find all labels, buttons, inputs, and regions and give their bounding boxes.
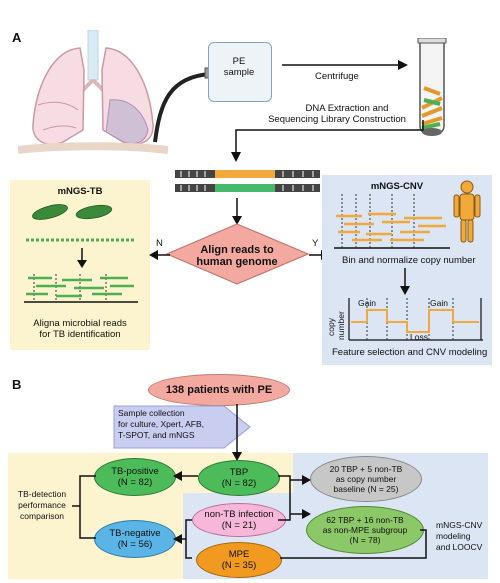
cnv-profile-plot [348, 298, 483, 341]
branch-n-label: N [156, 238, 163, 249]
dna-extraction-label-1: DNA Extraction and [305, 103, 389, 114]
tb-detection-2: performance [18, 500, 66, 510]
non-tb-infection-node: non-TB infection(N = 21) [192, 503, 286, 537]
cnv-modeling-caption: Feature selection and CNV modeling [332, 347, 488, 358]
cnv-down-arrow [400, 268, 410, 295]
human-figure [453, 180, 481, 243]
sample-collection-2: for culture, Xpert, AFB, [118, 419, 204, 429]
copy-label: copy [326, 318, 336, 336]
pe-sample-label-2: sample [223, 67, 255, 78]
panel-a-letter: A [12, 30, 22, 45]
cnv-modeling-3: and LOOCV [436, 542, 483, 552]
patients-down-arrow [232, 404, 242, 461]
centrifuge-label: Centrifuge [315, 71, 359, 82]
align-label-2: human genome [196, 256, 278, 268]
tb-detection-1: TB-detection [17, 489, 67, 499]
extraction-arrow [231, 120, 424, 162]
branch-y-label: Y [312, 238, 319, 249]
align-arrow [232, 198, 242, 225]
tb-detection-3: comparison [20, 511, 64, 521]
cnv-bins-illustration [334, 194, 450, 249]
mngs-cnv-title: mNGS-CNV [370, 181, 424, 192]
baseline-3: baseline (N = 25) [333, 484, 399, 494]
panel-b-letter: B [12, 377, 22, 392]
tbp-count: (N = 82) [221, 478, 257, 489]
tb-positive-count: (N = 82) [117, 477, 153, 488]
sequencing-library [175, 170, 320, 192]
mpe-count: (N = 35) [221, 560, 257, 571]
number-label: number [336, 311, 346, 340]
non-tb-infection-label: non-TB infection [204, 509, 274, 520]
align-diamond [165, 223, 310, 285]
baseline-1: 20 TBP + 5 non-TB [329, 464, 403, 474]
centrifuge-arrow [282, 60, 408, 70]
pe-sample-label-1: PE [232, 56, 246, 67]
patients-label: 138 patients with PE [165, 383, 273, 396]
loss-label: Loss [410, 332, 428, 342]
mpe-node: MPE(N = 35) [196, 542, 282, 578]
cnv-modeling-2: modeling [436, 531, 471, 541]
tb-negative-label: TB-negative [109, 528, 161, 539]
non-tb-infection-count: (N = 21) [221, 520, 257, 531]
test-tube [417, 38, 447, 136]
tb-positive-label: TB-positive [111, 466, 159, 477]
comparison-bracket [72, 475, 96, 539]
subgroup-2: as non-MPE subgroup [322, 525, 408, 535]
dna-extraction-label-2: Sequencing Library Construction [268, 114, 406, 125]
align-label-1: Align reads to [200, 244, 274, 256]
tb-negative-count: (N = 56) [117, 539, 153, 550]
tbp-label: TBP [229, 467, 249, 478]
subgroup-1: 62 TBP + 16 non-TB [326, 515, 404, 525]
modeling-bracket [280, 529, 427, 559]
cnv-modeling-1: mNGS-CNV [436, 520, 483, 530]
patients-node: 138 patients with PE [148, 374, 290, 406]
sample-collection-3: T-SPOT, and mNGS [118, 430, 195, 440]
bin-normalize-label: Bin and normalize copy number [342, 255, 476, 266]
pe-sample-bag [208, 42, 272, 102]
mngs-tb-panel [10, 180, 150, 350]
tb-positive-node: TB-positive(N = 82) [94, 458, 176, 496]
tb-reads-illustration [24, 204, 138, 303]
tb-negative-node: TB-negative(N = 56) [94, 520, 176, 558]
gain-label-2: Gain [430, 298, 448, 308]
arrow-n [149, 250, 170, 260]
mngs-tb-caption-1: Aligna microbial reads [33, 318, 127, 329]
mngs-tb-title: mNGS-TB [57, 186, 103, 197]
tbp-node: TBP(N = 82) [198, 460, 280, 496]
subgroup-3: (N = 78) [349, 535, 381, 545]
gain-label-1: Gain [358, 298, 376, 308]
cnv-group-arrows [278, 475, 311, 521]
mngs-tb-caption-2: for TB identification [39, 329, 121, 340]
baseline-2: as copy number [335, 474, 397, 484]
sample-collection-1: Sample collection [118, 408, 185, 418]
lungs-illustration [18, 30, 168, 154]
tb-classification-arrows [173, 471, 198, 559]
mpe-label: MPE [228, 549, 250, 560]
